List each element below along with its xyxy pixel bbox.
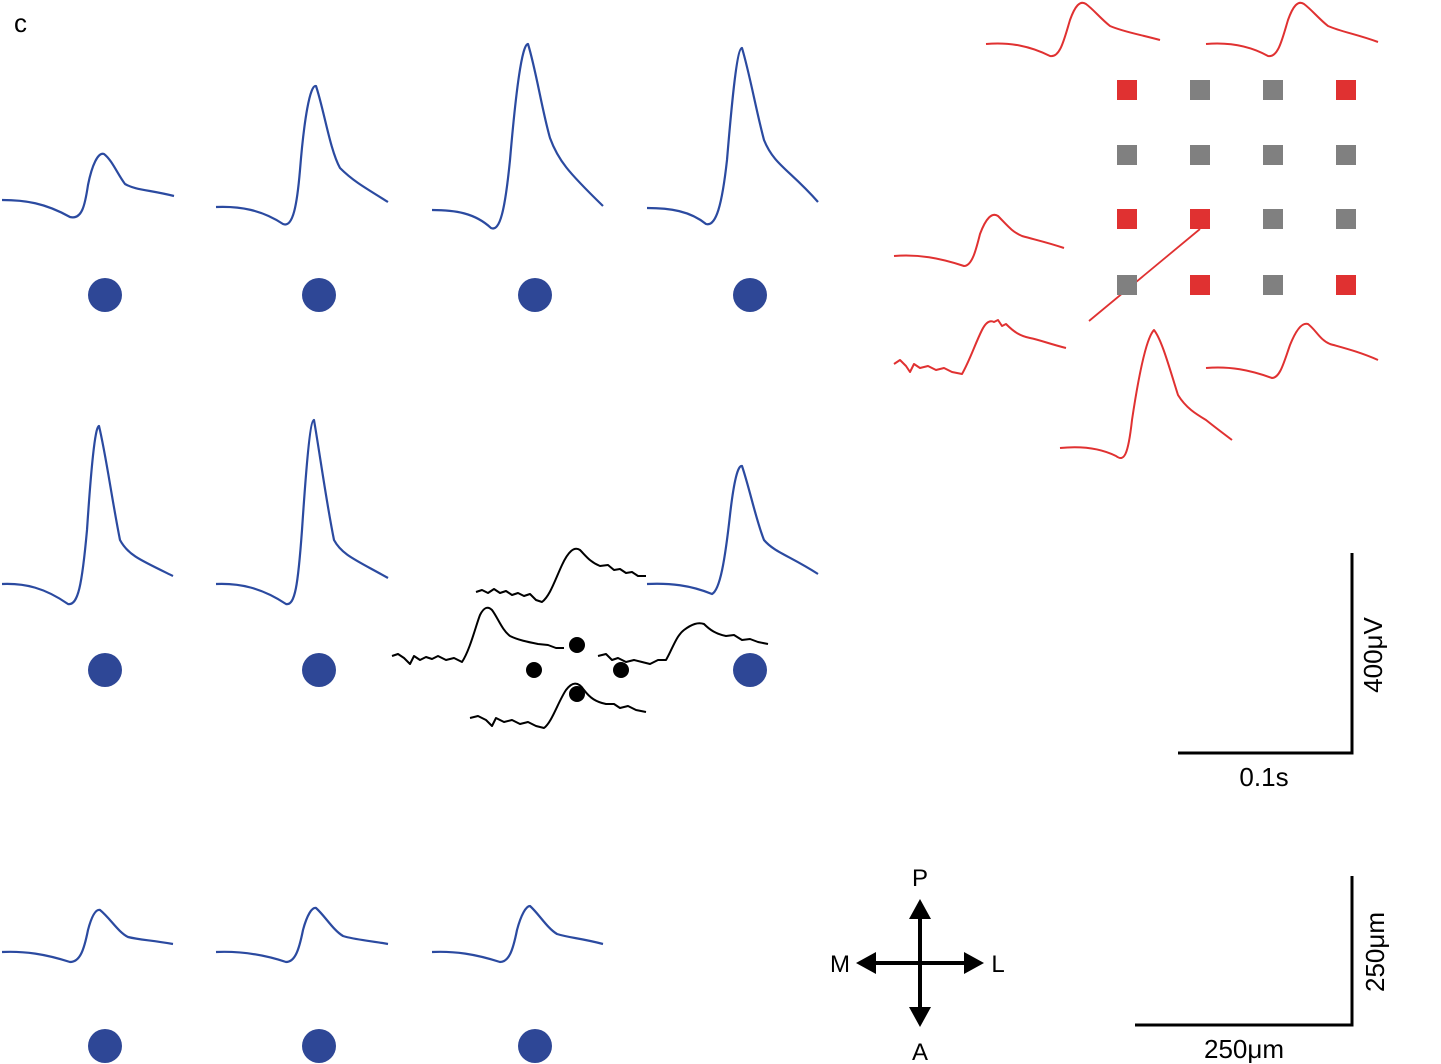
blue-trace-r2-c2	[215, 418, 389, 606]
blue-trace-r3-c1	[1, 908, 174, 964]
blue-trace-r1-c4	[646, 46, 819, 226]
blue-trace-r3-c2	[215, 906, 389, 964]
array-electrode-gray	[1263, 145, 1283, 165]
array-electrode-red	[1336, 275, 1356, 295]
array-electrode-gray	[1336, 145, 1356, 165]
spatial-scale-bar: 250μm 250μm	[1135, 876, 1390, 1064]
black-trace-left	[391, 606, 564, 665]
blue-trace-r2-c1	[1, 424, 174, 606]
orientation-compass: P A M L	[830, 865, 1005, 1064]
blue-trace-r1-c1	[1, 152, 175, 219]
array-electrode-red	[1117, 80, 1137, 100]
red-trace-top-left	[985, 1, 1161, 58]
blue-electrode	[733, 278, 767, 312]
black-electrode	[613, 662, 629, 678]
blue-traces	[1, 42, 819, 964]
blue-electrode	[88, 1029, 122, 1063]
black-traces	[391, 547, 769, 729]
blue-electrode	[733, 653, 767, 687]
red-trace-mid-left	[893, 213, 1065, 267]
array-electrode-gray	[1336, 209, 1356, 229]
blue-trace-r2-c4	[646, 464, 819, 596]
scale-label-voltage: 400μV	[1358, 616, 1388, 692]
red-trace-top-right	[1205, 1, 1379, 58]
array-inset	[1117, 80, 1356, 295]
black-trace-top	[475, 547, 646, 603]
array-electrode-gray	[1263, 80, 1283, 100]
blue-trace-r1-c2	[215, 84, 389, 226]
arrow-down-icon	[909, 1007, 931, 1027]
blue-electrode	[518, 278, 552, 312]
signal-scale-bar: 400μV 0.1s	[1178, 553, 1388, 792]
red-trace-lower-right	[1205, 322, 1379, 379]
red-traces	[893, 1, 1379, 459]
array-electrode-red	[1190, 209, 1210, 229]
panel-label: c	[14, 8, 27, 38]
array-electrode-gray	[1117, 145, 1137, 165]
compass-label-left: M	[830, 951, 850, 978]
scale-label-time: 0.1s	[1239, 762, 1288, 792]
blue-electrode	[302, 278, 336, 312]
arrow-right-icon	[964, 952, 984, 974]
spatial-scale-lines	[1135, 876, 1354, 1027]
blue-electrode	[518, 1029, 552, 1063]
arrow-left-icon	[856, 952, 876, 974]
array-electrode-red	[1117, 209, 1137, 229]
array-electrode-gray	[1190, 80, 1210, 100]
compass-label-up: P	[912, 865, 928, 892]
black-trace-right	[597, 622, 769, 665]
signal-scale-lines	[1178, 553, 1354, 755]
black-electrode	[569, 686, 585, 702]
black-electrode	[526, 662, 542, 678]
blue-electrodes	[88, 278, 767, 1063]
blue-electrode	[302, 653, 336, 687]
blue-trace-r1-c3	[431, 42, 604, 230]
arrow-up-icon	[909, 899, 931, 919]
array-electrode-gray	[1263, 209, 1283, 229]
array-electrode-red	[1190, 275, 1210, 295]
blue-electrode	[88, 653, 122, 687]
array-electrode-red	[1336, 80, 1356, 100]
compass-label-down: A	[912, 1039, 928, 1064]
red-trace-bottom-center	[1059, 329, 1233, 459]
red-trace-lower-left	[893, 319, 1067, 375]
compass-label-right: L	[991, 951, 1004, 978]
blue-electrode	[88, 278, 122, 312]
array-electrode-gray	[1190, 145, 1210, 165]
black-trace-bottom	[469, 682, 647, 729]
black-electrode	[569, 637, 585, 653]
array-electrode-gray	[1117, 275, 1137, 295]
array-electrode-gray	[1263, 275, 1283, 295]
blue-trace-r3-c3	[431, 904, 604, 964]
blue-electrode	[302, 1029, 336, 1063]
scale-label-horizontal-distance: 250μm	[1204, 1034, 1284, 1064]
scale-label-vertical-distance: 250μm	[1360, 912, 1390, 992]
red-leader-line	[1088, 228, 1201, 322]
black-electrodes	[526, 637, 629, 702]
